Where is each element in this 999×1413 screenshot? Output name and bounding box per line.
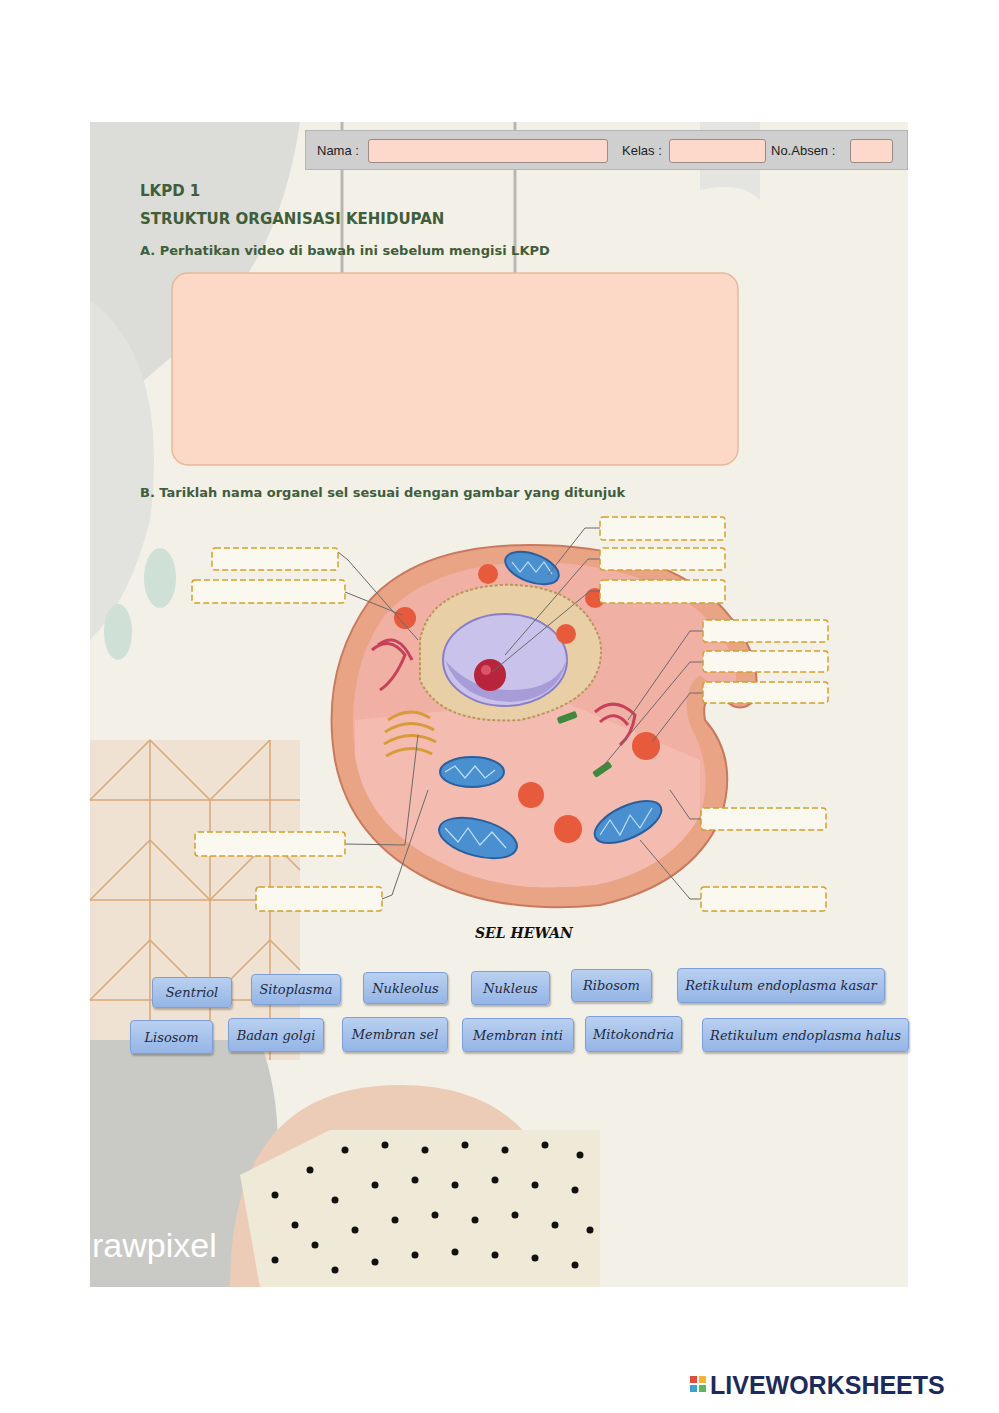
animal-cell — [332, 545, 757, 907]
tile-text: Ribosom — [583, 978, 640, 993]
word-tile: Nukleus — [471, 971, 550, 1005]
tile-text: Lisosom — [144, 1030, 198, 1045]
word-tile: Retikulum endoplasma halus — [702, 1018, 909, 1052]
tile-text: Membran sel — [352, 1027, 439, 1042]
word-tile: Ribosom — [571, 969, 652, 1002]
word-tile: Sitoplasma — [251, 974, 340, 1005]
instruction-text: B. Tariklah nama organel sel sesuai deng… — [140, 485, 625, 500]
video-box — [172, 273, 738, 465]
tile-text: Sentriol — [166, 985, 219, 1000]
worksheet-title: STRUKTUR ORGANISASI KEHIDUPAN — [140, 210, 444, 228]
field-label: Kelas : — [622, 143, 662, 158]
word-tile: Mitokondria — [585, 1016, 682, 1052]
tile-text: Mitokondria — [593, 1027, 674, 1042]
tile-text: Retikulum endoplasma kasar — [685, 978, 877, 993]
input-field — [368, 139, 608, 163]
tile-text: Membran inti — [473, 1028, 563, 1043]
word-tile: Membran sel — [342, 1017, 448, 1052]
field-label: Nama : — [317, 143, 359, 158]
word-tile: Lisosom — [130, 1020, 213, 1054]
tile-text: Badan golgi — [237, 1028, 316, 1043]
deco-dot — [104, 604, 132, 660]
word-tile: Retikulum endoplasma kasar — [677, 968, 885, 1003]
word-tile: Sentriol — [152, 977, 232, 1008]
input-field — [669, 139, 766, 163]
figure-caption: SEL HEWAN — [475, 925, 573, 941]
word-tile: Membran inti — [462, 1018, 574, 1052]
tile-text: Sitoplasma — [259, 982, 332, 997]
answer-boxes — [192, 517, 828, 911]
input-field — [850, 139, 893, 163]
tile-text: Retikulum endoplasma halus — [710, 1028, 901, 1043]
tile-text: Nukleolus — [372, 981, 439, 996]
watermark: rawpixel — [92, 1226, 217, 1265]
header-bar: Nama : Kelas : No.Absen : — [305, 130, 908, 170]
field-label: No.Absen : — [771, 143, 835, 158]
word-tile: Badan golgi — [228, 1018, 324, 1052]
instruction-text: LKPD 1 — [140, 182, 200, 200]
dotted-shape — [240, 1130, 600, 1287]
leaf-shape — [90, 300, 154, 640]
brand-logo: LIVEWORKSHEETS — [710, 1371, 945, 1400]
logo-icon — [690, 1376, 706, 1392]
word-tile: Nukleolus — [363, 972, 448, 1004]
tile-text: Nukleus — [483, 981, 538, 996]
instruction-text: A. Perhatikan video di bawah ini sebelum… — [140, 243, 550, 258]
deco-dot — [144, 548, 176, 608]
page-ground — [90, 122, 908, 1287]
